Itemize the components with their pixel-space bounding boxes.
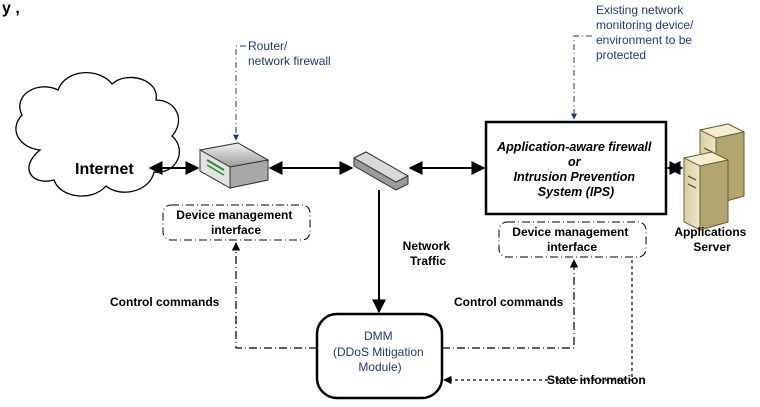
left-mgmt-interface-label: Device management interface [176,208,295,237]
state-info-label: State information [547,373,646,387]
control-commands-right: Control commands [454,295,564,309]
dmm-box [315,312,444,400]
control-path-left [231,242,317,349]
firewall-ips-box [484,120,668,216]
dmm-label: DMM (DDoS Mitigation Module) [333,329,427,374]
network-traffic-label: Network Traffic [403,239,454,268]
router-note: Router/ network firewall [248,39,331,68]
header-fragment: y , [2,0,20,17]
router-icon [198,142,270,189]
left-mgmt-interface-box [162,204,311,241]
control-path-right [442,259,579,349]
right-mgmt-interface-box [498,221,647,258]
router-note-arrow [233,45,246,141]
right-mgmt-interface-label: Device management interface [512,225,631,254]
server-icon [682,123,746,231]
existing-note-arrow [571,35,592,120]
control-commands-left: Control commands [110,295,220,309]
firewall-ips-label: Application-aware firewall or Intrusion … [496,140,655,199]
internet-label: Internet [75,161,134,178]
internet-cloud: Internet [15,72,180,197]
state-info-path [443,260,633,385]
network-tap-icon [352,151,410,191]
app-server-label: Applications Server [674,225,749,254]
existing-device-note: Existing network monitoring device/ envi… [596,3,697,62]
